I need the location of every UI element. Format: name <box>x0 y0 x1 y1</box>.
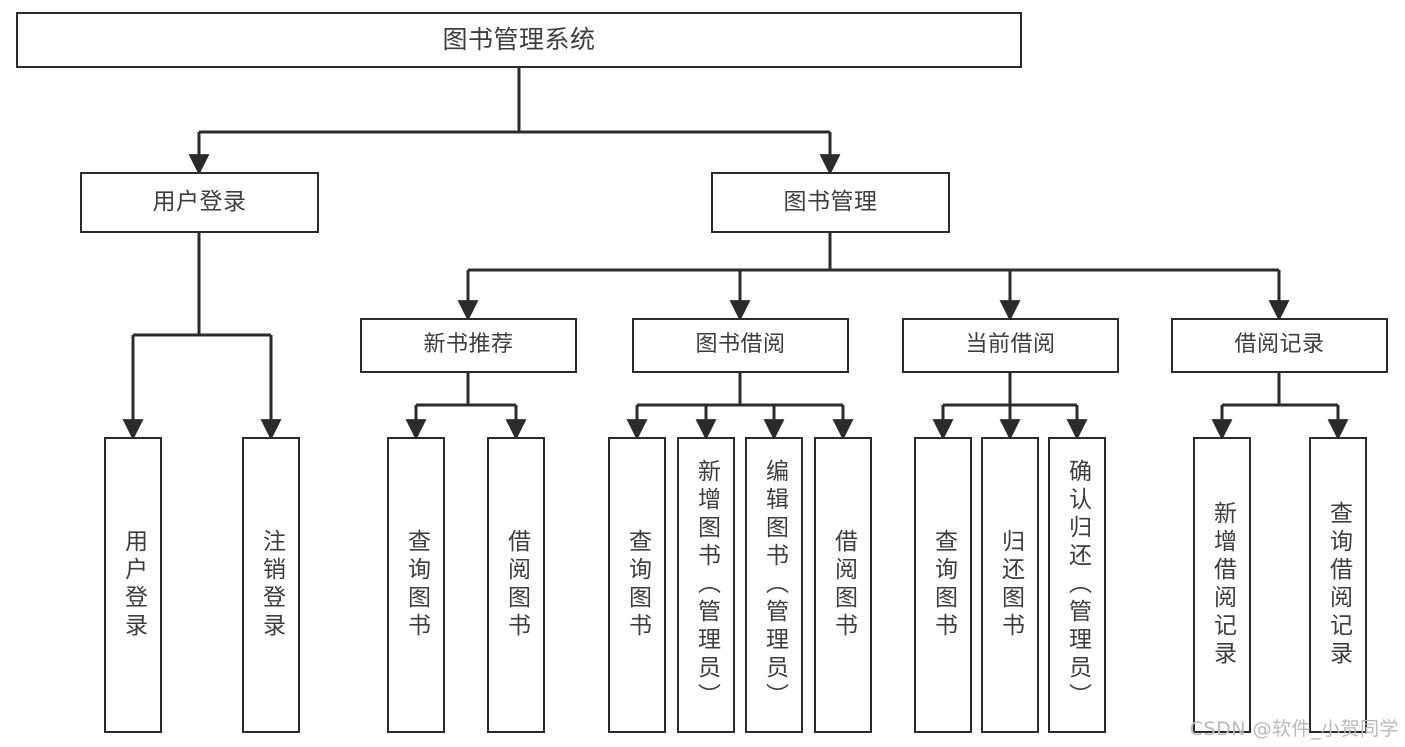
leaf-user-login[interactable]: 用户登录 <box>104 437 162 733</box>
leaf-query-book-3-label: 查询图书 <box>930 529 957 641</box>
leaf-borrow-book-1-label: 借阅图书 <box>503 529 530 641</box>
leaf-borrow-book-2[interactable]: 借阅图书 <box>814 437 872 733</box>
node-borrow-record[interactable]: 借阅记录 <box>1171 318 1388 373</box>
leaf-edit-book-label: 编辑图书（管理员） <box>761 459 788 711</box>
leaf-query-record[interactable]: 查询借阅记录 <box>1309 437 1367 733</box>
leaf-add-record[interactable]: 新增借阅记录 <box>1193 437 1251 733</box>
leaf-query-book-2-label: 查询图书 <box>624 529 651 641</box>
leaf-logout[interactable]: 注销登录 <box>242 437 300 733</box>
leaf-query-record-label: 查询借阅记录 <box>1325 501 1352 669</box>
node-current-borrow-label: 当前借阅 <box>965 332 1056 358</box>
leaf-query-book-1-label: 查询图书 <box>403 529 430 641</box>
node-book-borrow-label: 图书借阅 <box>695 332 786 358</box>
leaf-borrow-book-2-label: 借阅图书 <box>830 529 857 641</box>
node-new-book-recommend-label: 新书推荐 <box>423 332 514 358</box>
leaf-edit-book[interactable]: 编辑图书（管理员） <box>745 437 803 733</box>
leaf-add-book[interactable]: 新增图书（管理员） <box>677 437 735 733</box>
watermark-text: CSDN @软件_小贺同学 <box>1189 718 1399 740</box>
leaf-confirm-return[interactable]: 确认归还（管理员） <box>1048 437 1106 733</box>
node-book-manage[interactable]: 图书管理 <box>711 172 950 233</box>
leaf-return-book-label: 归还图书 <box>997 529 1024 641</box>
node-borrow-record-label: 借阅记录 <box>1234 332 1325 358</box>
leaf-return-book[interactable]: 归还图书 <box>981 437 1039 733</box>
node-root[interactable]: 图书管理系统 <box>16 12 1022 68</box>
leaf-add-book-label: 新增图书（管理员） <box>693 459 720 711</box>
node-user-login-label: 用户登录 <box>152 188 247 215</box>
node-new-book-recommend[interactable]: 新书推荐 <box>360 318 577 373</box>
node-current-borrow[interactable]: 当前借阅 <box>902 318 1119 373</box>
leaf-add-record-label: 新增借阅记录 <box>1209 501 1236 669</box>
leaf-borrow-book-1[interactable]: 借阅图书 <box>487 437 545 733</box>
leaf-user-login-label: 用户登录 <box>120 529 147 641</box>
node-book-borrow[interactable]: 图书借阅 <box>632 318 849 373</box>
node-user-login[interactable]: 用户登录 <box>80 172 319 233</box>
leaf-logout-label: 注销登录 <box>258 529 285 641</box>
node-book-manage-label: 图书管理 <box>783 188 878 215</box>
leaf-query-book-3[interactable]: 查询图书 <box>914 437 972 733</box>
node-root-label: 图书管理系统 <box>442 25 596 54</box>
leaf-query-book-1[interactable]: 查询图书 <box>387 437 445 733</box>
leaf-query-book-2[interactable]: 查询图书 <box>608 437 666 733</box>
leaf-confirm-return-label: 确认归还（管理员） <box>1064 459 1091 711</box>
